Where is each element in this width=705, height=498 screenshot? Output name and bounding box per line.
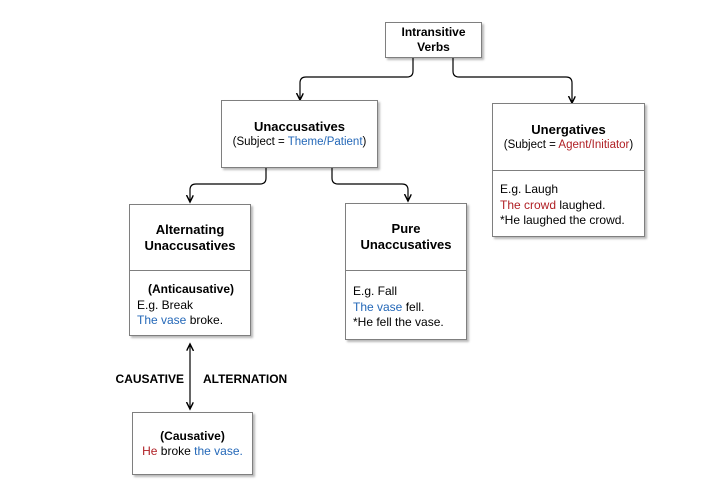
label-alternation: ALTERNATION <box>203 372 288 386</box>
causative-ex-part1: He <box>142 443 158 458</box>
unaccusatives-subtitle-highlight: Theme/Patient <box>287 135 363 148</box>
label-causative: CAUSATIVE <box>115 372 184 386</box>
causative-ex-part2: broke <box>157 443 195 458</box>
unaccusatives-subtitle: (Subject = Theme/Patient) <box>222 135 377 150</box>
node-causative: (Causative) He broke the vase. <box>132 412 253 475</box>
pure-example-1: The vase fell. <box>353 300 461 316</box>
connector-unaccusatives-to-pure <box>331 168 408 201</box>
pure-ex1-highlight: The vase <box>353 299 403 314</box>
node-unaccusatives: Unaccusatives (Subject = Theme/Patient) <box>221 100 378 168</box>
unaccusatives-title: Unaccusatives <box>253 118 346 134</box>
root-title-line1: Intransitive <box>401 25 466 39</box>
alternating-ex1-highlight: The vase <box>137 313 187 327</box>
unergatives-example-1: The crowd laughed. <box>500 198 639 214</box>
unergatives-subtitle-highlight: Agent/Initiator <box>558 138 630 151</box>
pure-header: Pure Unaccusatives <box>346 204 466 270</box>
alternating-body: (Anticausative) E.g. Break The vase brok… <box>130 270 250 335</box>
alternating-label: (Anticausative) <box>147 282 235 296</box>
pure-example-2: *He fell the vase. <box>353 315 444 329</box>
unergatives-header: Unergatives (Subject = Agent/Initiator) <box>493 104 644 170</box>
unergatives-subtitle-prefix: (Subject = <box>503 138 559 151</box>
alternating-example-intro: E.g. Break <box>137 297 194 312</box>
unaccusatives-subtitle-prefix: (Subject = <box>232 135 288 148</box>
connector-root-to-unergatives <box>452 58 572 103</box>
pure-example-intro: E.g. Fall <box>353 284 398 298</box>
root-title-line2: Verbs <box>417 40 450 54</box>
unergatives-example-intro: E.g. Laugh <box>500 182 559 196</box>
pure-title-line1: Pure <box>391 221 421 236</box>
alternating-header: Alternating Unaccusatives <box>130 205 250 270</box>
unergatives-subtitle: (Subject = Agent/Initiator) <box>493 138 644 153</box>
alternating-title-line1: Alternating <box>155 221 225 237</box>
unergatives-ex1-highlight: The crowd <box>500 197 557 212</box>
alternating-example-1: The vase broke. <box>137 313 245 329</box>
connector-unaccusatives-to-alternating <box>190 168 267 202</box>
node-alternating-unaccusatives: Alternating Unaccusatives (Anticausative… <box>129 204 251 336</box>
causative-ex-part3: the vase. <box>194 443 243 458</box>
connector-root-to-unaccusatives <box>300 58 414 100</box>
causative-example: He broke the vase. <box>133 444 252 459</box>
unergatives-ex1-rest: laughed. <box>556 197 606 212</box>
pure-title-line2: Unaccusatives <box>360 237 452 252</box>
unergatives-subtitle-suffix: ) <box>629 138 634 151</box>
unergatives-title: Unergatives <box>531 121 606 137</box>
alternating-title-line2: Unaccusatives <box>144 237 236 253</box>
node-pure-unaccusatives: Pure Unaccusatives E.g. Fall The vase fe… <box>345 203 467 340</box>
alternating-ex1-rest: broke. <box>186 313 224 327</box>
causative-label: (Causative) <box>160 428 225 443</box>
unergatives-example-2: *He laughed the crowd. <box>500 213 625 227</box>
unergatives-body: E.g. Laugh The crowd laughed. *He laughe… <box>493 170 644 236</box>
node-intransitive-verbs: Intransitive Verbs <box>385 22 482 58</box>
node-unergatives: Unergatives (Subject = Agent/Initiator) … <box>492 103 645 237</box>
unaccusatives-subtitle-suffix: ) <box>362 135 367 148</box>
pure-ex1-rest: fell. <box>402 299 425 314</box>
pure-body: E.g. Fall The vase fell. *He fell the va… <box>346 270 466 339</box>
